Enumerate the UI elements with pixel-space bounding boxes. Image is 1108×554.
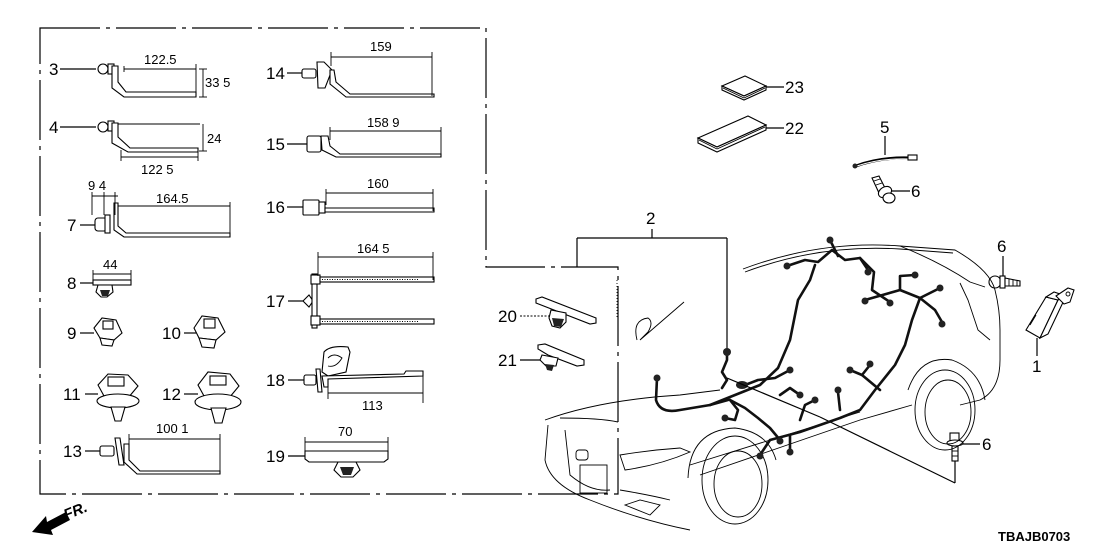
part-7-clip[interactable] <box>80 192 231 238</box>
dimension-17-length: 164 5 <box>357 241 390 256</box>
callout-9: 9 <box>67 324 76 343</box>
dimension-7-length: 164.5 <box>156 191 189 206</box>
parts-group-boundary <box>39 27 619 495</box>
part-8-clip[interactable] <box>80 270 132 298</box>
callout-5: 5 <box>880 118 889 137</box>
dimension-3-length: 122.5 <box>144 52 177 67</box>
callout-21: 21 <box>498 351 517 370</box>
callout-6-right: 6 <box>997 237 1006 256</box>
part-6-bolt-right[interactable] <box>988 256 1021 289</box>
part-5-ground-cable[interactable] <box>852 136 918 169</box>
callout-22: 22 <box>785 119 804 138</box>
callout-12: 12 <box>162 385 181 404</box>
car-outline <box>544 244 1001 531</box>
part-16-clip[interactable] <box>287 189 435 216</box>
part-2-bracket <box>576 229 728 350</box>
callout-20: 20 <box>498 307 517 326</box>
dimension-4-height: 24 <box>207 131 221 146</box>
dimension-14-length: 159 <box>370 39 392 54</box>
callout-10: 10 <box>162 324 181 343</box>
part-13-clip[interactable] <box>85 434 221 475</box>
callout-8: 8 <box>67 274 76 293</box>
part-23-cushion-tape[interactable] <box>720 75 784 101</box>
dimension-7-head: 9 4 <box>88 178 106 193</box>
callout-11: 11 <box>63 385 81 404</box>
front-direction-label: FR. <box>61 499 90 524</box>
part-10-clip[interactable] <box>184 315 226 349</box>
callout-3: 3 <box>49 60 58 79</box>
dimension-13-length: 100 1 <box>156 421 189 436</box>
part-9-clip[interactable] <box>80 317 123 347</box>
part-14-clip[interactable] <box>287 52 435 98</box>
callout-18: 18 <box>266 371 285 390</box>
callout-1: 1 <box>1032 357 1041 376</box>
callout-6-lower: 6 <box>982 435 991 454</box>
harness-clip-outline <box>635 301 685 341</box>
part-3-clip[interactable] <box>60 63 207 98</box>
diagram-code: TBAJB0703 <box>998 529 1070 544</box>
part-6-bolt-upper[interactable] <box>871 175 910 204</box>
callout-15: 15 <box>266 135 285 154</box>
part-4-clip[interactable] <box>60 120 207 161</box>
callout-7: 7 <box>67 216 76 235</box>
callout-17: 17 <box>266 292 285 311</box>
callout-19: 19 <box>266 447 285 466</box>
part-12-clip[interactable] <box>184 371 242 424</box>
part-21-clip[interactable] <box>520 343 585 371</box>
callout-14: 14 <box>266 64 285 83</box>
part-20-clip[interactable] <box>520 296 597 329</box>
leader-line <box>726 377 821 418</box>
part-22-cushion-tape[interactable] <box>696 115 784 153</box>
dimension-8-length: 44 <box>103 257 117 272</box>
dimension-15-length: 158 9 <box>367 115 400 130</box>
dimension-18-length: 113 <box>362 398 383 413</box>
callout-16: 16 <box>266 198 285 217</box>
dimension-19-length: 70 <box>338 424 352 439</box>
part-15-clip[interactable] <box>287 127 442 158</box>
dimension-4-length: 122 5 <box>141 162 174 177</box>
part-18-clip[interactable] <box>288 346 424 403</box>
callout-2: 2 <box>646 209 655 228</box>
wire-harness-routing[interactable] <box>653 236 946 460</box>
callout-23: 23 <box>785 78 804 97</box>
callout-4: 4 <box>49 118 58 137</box>
callout-6-upper: 6 <box>911 182 920 201</box>
part-1-control-unit[interactable] <box>1025 287 1075 356</box>
part-11-clip[interactable] <box>85 373 140 422</box>
part-17-band-clip[interactable] <box>288 252 435 329</box>
dimension-3-height: 33 5 <box>205 75 230 90</box>
dimension-16-length: 160 <box>367 176 389 191</box>
part-19-clip[interactable] <box>288 437 389 478</box>
callout-13: 13 <box>63 442 82 461</box>
part-6-bolt-lower[interactable] <box>819 416 980 484</box>
front-direction-arrow: FR. <box>32 499 90 535</box>
